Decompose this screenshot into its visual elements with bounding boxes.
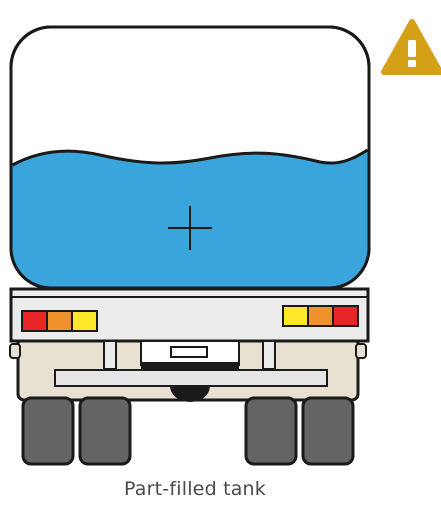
plate-shadow xyxy=(141,362,239,369)
tyre-left-inner xyxy=(80,398,130,464)
left-light-red xyxy=(22,311,47,331)
tyre-right-outer xyxy=(303,398,353,464)
left-light-yellow xyxy=(72,311,97,331)
tyre-right-inner xyxy=(246,398,296,464)
license-plate xyxy=(171,347,207,357)
warning-triangle-icon xyxy=(384,22,440,72)
left-light-orange xyxy=(47,311,72,331)
left-strut xyxy=(104,341,116,369)
truck-rear xyxy=(10,289,368,464)
right-strut xyxy=(263,341,275,369)
right-light-yellow xyxy=(283,306,308,326)
left-side-knob xyxy=(10,344,20,358)
left-tail-lights xyxy=(22,311,97,331)
tank xyxy=(11,27,369,288)
tyres xyxy=(23,398,353,464)
tyre-left-outer xyxy=(23,398,73,464)
right-tail-lights xyxy=(283,306,358,326)
under-run-bar xyxy=(55,370,327,386)
right-light-red xyxy=(333,306,358,326)
right-light-orange xyxy=(308,306,333,326)
diagram-caption: Part-filled tank xyxy=(0,478,390,500)
right-side-knob xyxy=(356,344,366,358)
